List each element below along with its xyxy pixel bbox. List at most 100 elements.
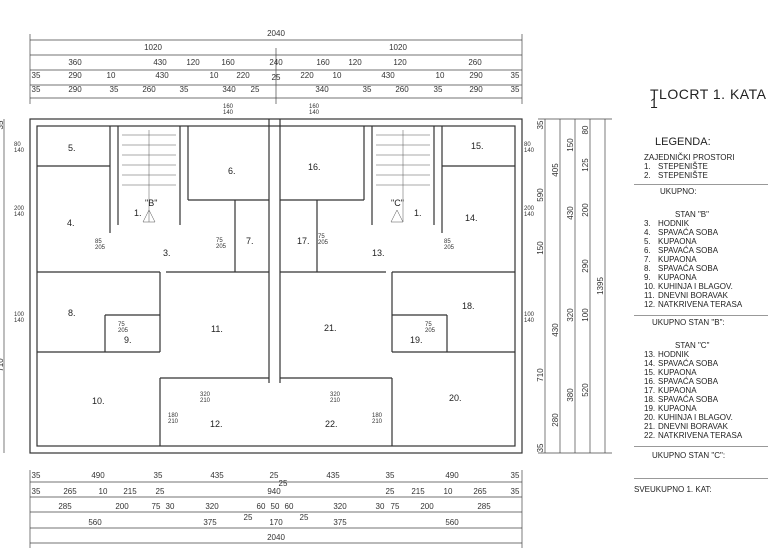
room-label-4: 4. bbox=[67, 218, 75, 228]
dim: 220 bbox=[300, 71, 314, 80]
dim: 35 bbox=[32, 487, 41, 496]
dim: 30 bbox=[376, 502, 385, 511]
dim: 490 bbox=[445, 471, 459, 480]
dim: 490 bbox=[91, 471, 105, 480]
dim: 10 bbox=[333, 71, 342, 80]
dim-bottom-row3: 285 200 75 30 320 60 50 60 320 30 75 200… bbox=[58, 502, 491, 511]
dim: 25 bbox=[156, 487, 165, 496]
dim: 290 bbox=[68, 71, 82, 80]
legend-item-label: DNEVNI BORAVAK bbox=[658, 422, 728, 431]
legend-item-number: 19. bbox=[644, 404, 656, 413]
legend-item-label: KUPAONA bbox=[658, 368, 697, 377]
legend-item-label: STEPENIŠTE bbox=[658, 162, 708, 171]
legend-item-number: 6. bbox=[644, 246, 651, 255]
divider bbox=[634, 478, 768, 479]
dim-bottom-row4: 560 375 25 170 25 375 560 bbox=[88, 513, 459, 527]
room-label-18: 18. bbox=[462, 301, 475, 311]
dim: 340 bbox=[222, 85, 236, 94]
legend-item: 19.KUPAONA bbox=[644, 404, 768, 413]
dim: 290 bbox=[469, 71, 483, 80]
legend-item: 18.SPAVAĆA SOBA bbox=[644, 395, 768, 404]
stair-c-label: "C" bbox=[391, 198, 404, 208]
legend-item-number: 3. bbox=[644, 219, 651, 228]
room-label-16: 16. bbox=[308, 162, 321, 172]
dim: 260 bbox=[142, 85, 156, 94]
dim: 340 bbox=[315, 85, 329, 94]
dim-top-row2: 360 430 120 160 240 160 120 120 260 bbox=[68, 58, 482, 67]
legend-item: 16.SPAVAĆA SOBA bbox=[644, 377, 768, 386]
legend-panel: TLOCRT 1. KATA 1 LEGENDA: ZAJEDNIČKI PRO… bbox=[630, 87, 768, 494]
legend-item-number: 14. bbox=[644, 359, 656, 368]
room-label-21: 21. bbox=[324, 323, 337, 333]
legend-item: 21.DNEVNI BORAVAK bbox=[644, 422, 768, 431]
legend-item-number: 22. bbox=[644, 431, 656, 440]
dim: 35 bbox=[536, 120, 545, 129]
dim-left: 710 bbox=[0, 358, 5, 372]
room-label-1: 1. bbox=[134, 208, 142, 218]
dim: 200 bbox=[420, 502, 434, 511]
legend-item-number: 18. bbox=[644, 395, 656, 404]
bottom-dimension-lines bbox=[29, 470, 523, 548]
dim: 430 bbox=[566, 206, 575, 220]
legend-item-number: 1. bbox=[644, 162, 651, 171]
dim: 320 bbox=[333, 502, 347, 511]
dim: 405 bbox=[551, 163, 560, 177]
dim: 170 bbox=[269, 518, 283, 527]
legend-item-label: NATKRIVENA TERASA bbox=[658, 431, 743, 440]
dim: 35 bbox=[180, 85, 189, 94]
dim: 80 bbox=[581, 125, 590, 134]
dim: 25 bbox=[386, 487, 395, 496]
legend-item-number: 10. bbox=[644, 282, 656, 291]
top-dimension-lines bbox=[29, 34, 523, 104]
legend-item-label: SPAVAĆA SOBA bbox=[658, 264, 719, 273]
legend-item-number: 8. bbox=[644, 264, 651, 273]
legend-item-label: KUPAONA bbox=[658, 386, 697, 395]
room-label-9: 9. bbox=[124, 335, 132, 345]
dim: 215 bbox=[411, 487, 425, 496]
dim: 25 bbox=[300, 513, 309, 522]
dim: 75 bbox=[152, 502, 161, 511]
legend-item-number: 15. bbox=[644, 368, 656, 377]
dim: 125 bbox=[581, 158, 590, 172]
legend-stan-b-heading: STAN "B" bbox=[675, 210, 709, 219]
dim: 260 bbox=[468, 58, 482, 67]
legend-item-label: SPAVAĆA SOBA bbox=[658, 395, 719, 404]
dim: 265 bbox=[63, 487, 77, 496]
legend-item: 15.KUPAONA bbox=[644, 368, 768, 377]
dim: 25 bbox=[279, 479, 288, 488]
legend-item: 2.STEPENIŠTE bbox=[644, 171, 768, 180]
dim-top-total: 2040 bbox=[267, 29, 285, 38]
legend-item: 5.KUPAONA bbox=[644, 237, 768, 246]
legend-item: 7.KUPAONA bbox=[644, 255, 768, 264]
dim: 10 bbox=[107, 71, 116, 80]
divider bbox=[634, 184, 768, 185]
dim: 160 bbox=[316, 58, 330, 67]
legend-item: 1. STEPENIŠTE bbox=[644, 162, 768, 171]
dim: 25 bbox=[272, 73, 281, 82]
dim-top-half-right: 1020 bbox=[389, 43, 407, 52]
room-label-1-right: 1. bbox=[414, 208, 422, 218]
dim-top-row3: 35 290 10 430 10 220 25 220 10 430 10 29… bbox=[32, 71, 520, 82]
legend-item-number: 5. bbox=[644, 237, 651, 246]
room-label-17: 17. bbox=[297, 236, 310, 246]
legend-item-label: SPAVAĆA SOBA bbox=[658, 246, 719, 255]
dim: 290 bbox=[68, 85, 82, 94]
legend-item-number: 9. bbox=[644, 273, 651, 282]
dim: 435 bbox=[210, 471, 224, 480]
dim: 10 bbox=[444, 487, 453, 496]
legend-item: 22.NATKRIVENA TERASA bbox=[644, 431, 768, 440]
dim: 50 bbox=[271, 502, 280, 511]
dim: 120 bbox=[186, 58, 200, 67]
room-label-15: 15. bbox=[471, 141, 484, 151]
legend-item-number: 11. bbox=[644, 291, 655, 300]
